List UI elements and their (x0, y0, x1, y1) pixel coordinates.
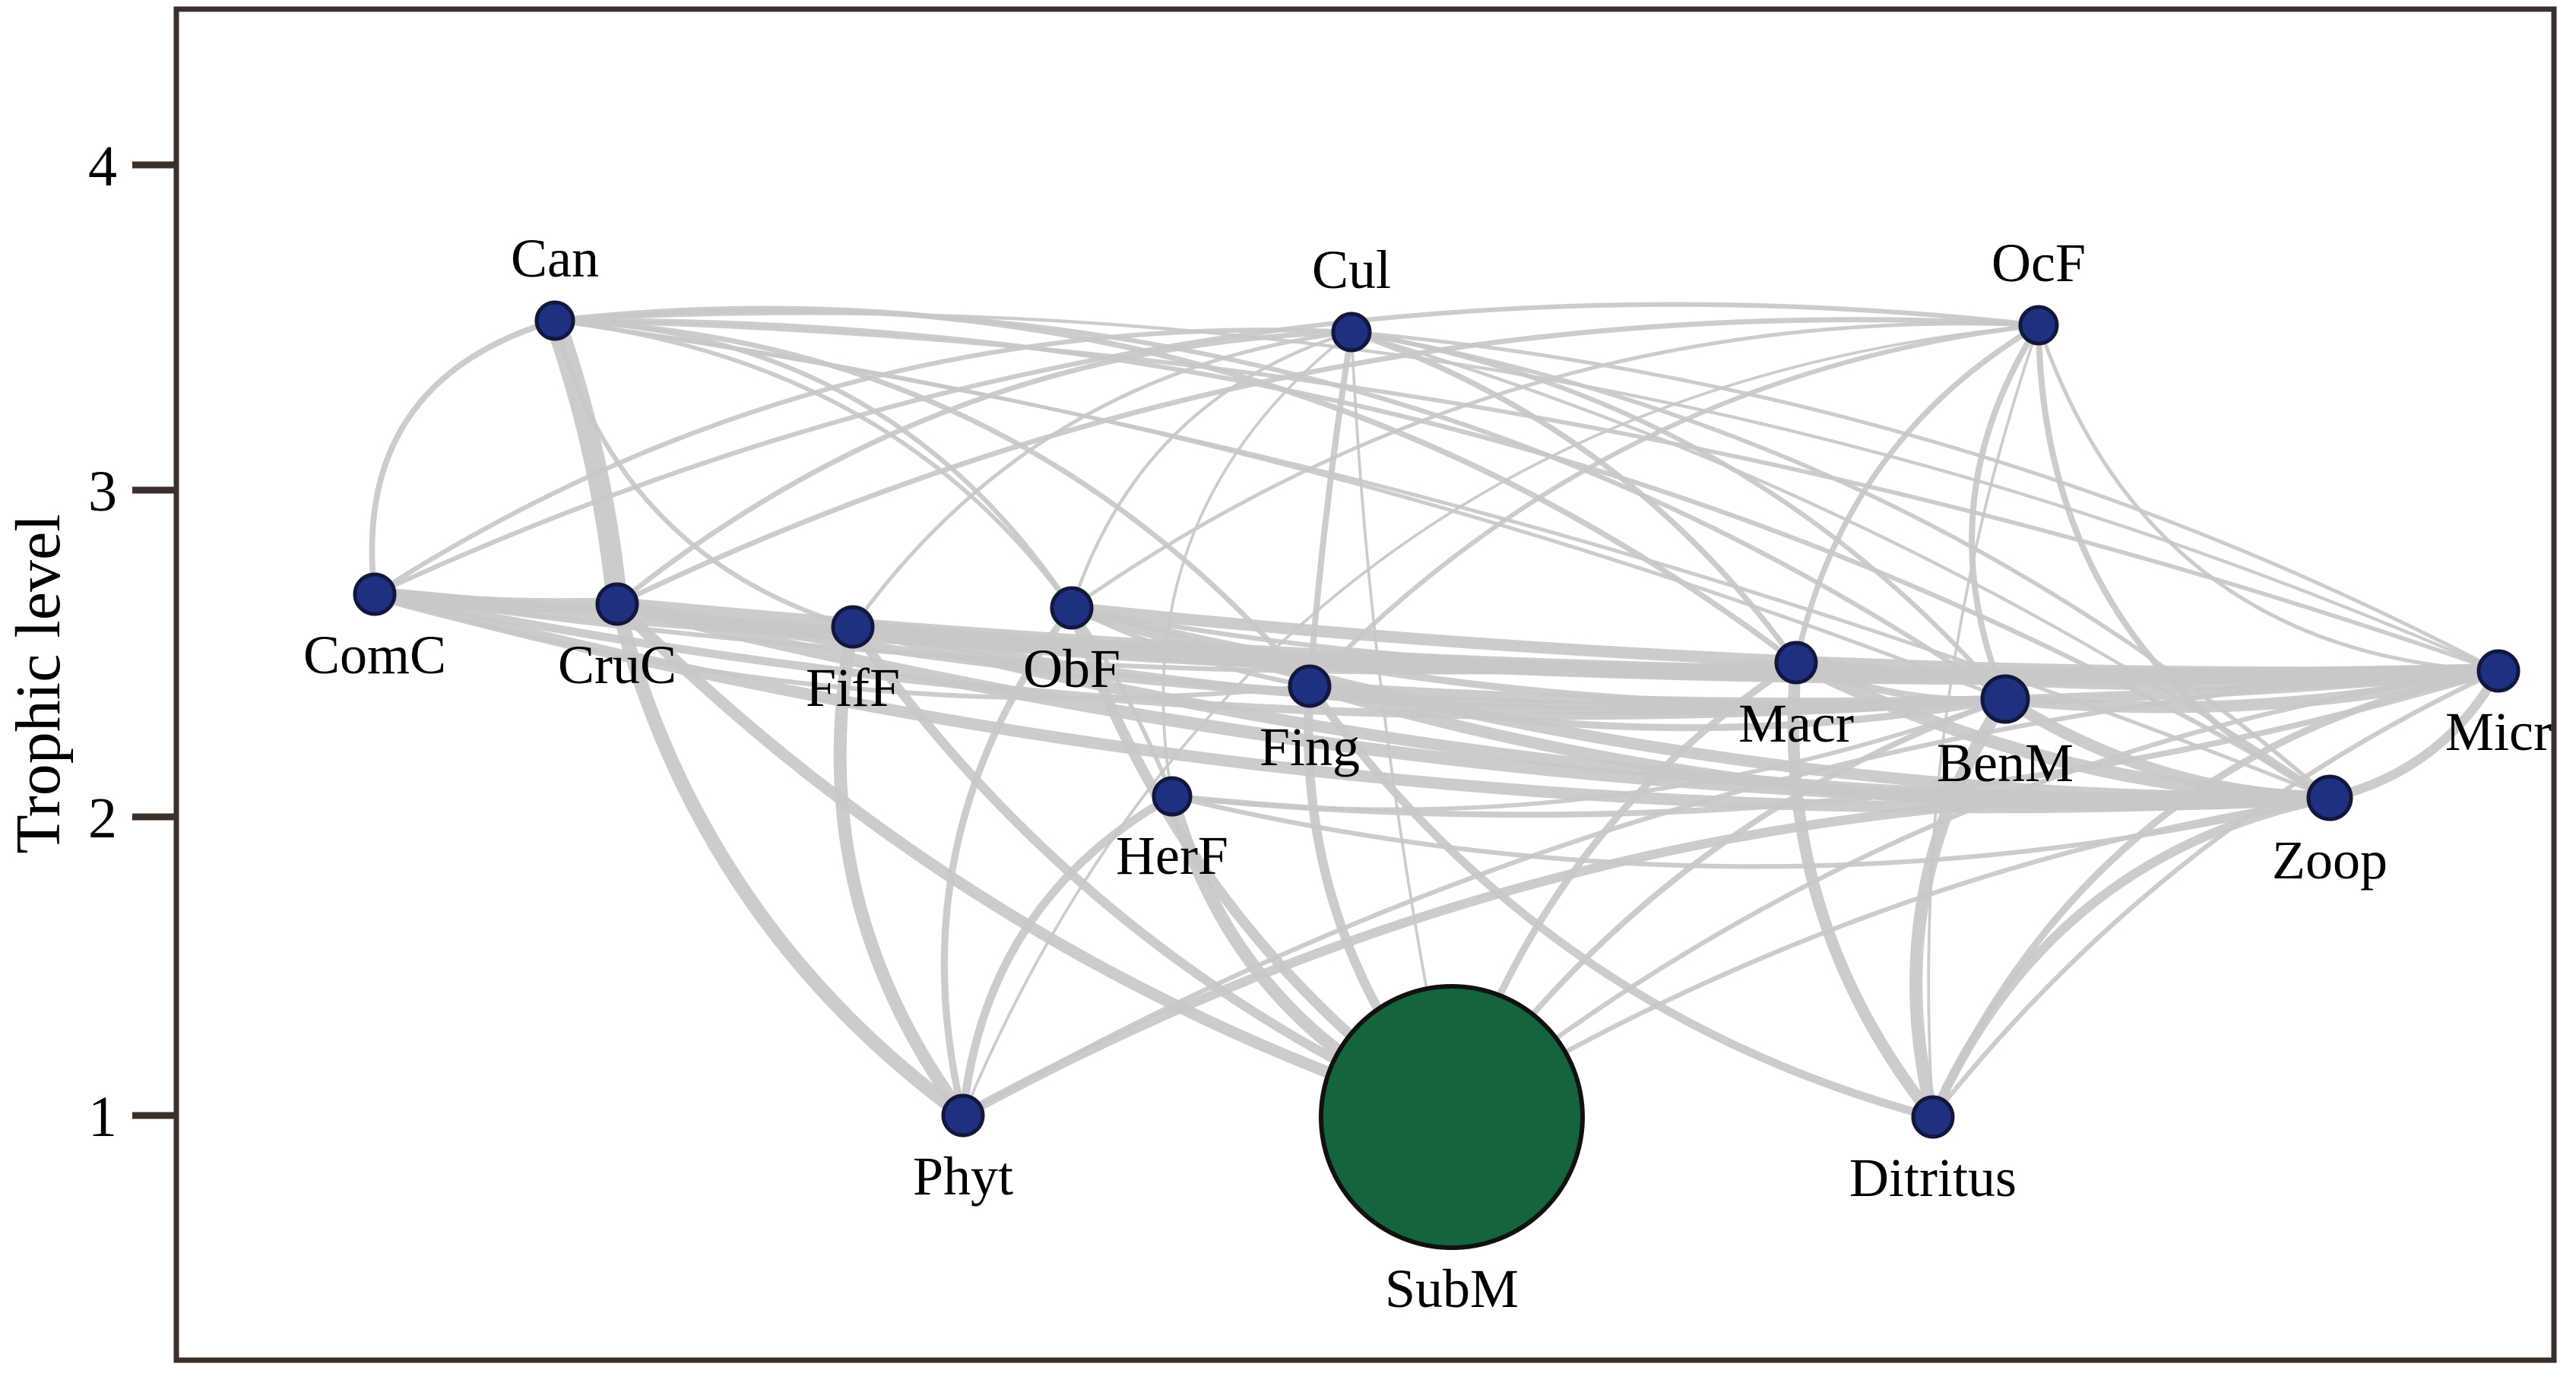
node-label-fiff: FifF (806, 657, 900, 718)
y-tick-label: 2 (88, 786, 117, 850)
node-cruc[interactable] (595, 582, 639, 626)
node-label-macr: Macr (1738, 693, 1854, 754)
node-label-can: Can (511, 228, 599, 289)
food-web-edge (960, 668, 2502, 1119)
node-zoop[interactable] (2306, 774, 2353, 821)
node-label-micr: Micr (2445, 701, 2552, 762)
food-web-edge (1349, 330, 2501, 673)
food-web-edge (552, 318, 856, 630)
node-label-subm: SubM (1385, 1258, 1519, 1319)
food-web-edge (1069, 605, 1313, 689)
node-label-ocf: OcF (1991, 233, 2086, 293)
plot-border (173, 6, 2557, 1363)
food-web-edge (962, 324, 2040, 1117)
y-axis-title-group: Trophic level (3, 514, 74, 853)
y-tick-label: 3 (88, 460, 117, 524)
food-web-edge (553, 318, 1174, 799)
node-fiff[interactable] (831, 605, 875, 649)
food-web-edge (1069, 605, 1799, 669)
node-cul[interactable] (1331, 312, 1372, 353)
food-web-edge (1969, 321, 2042, 703)
node-label-fing: Fing (1259, 717, 1360, 777)
y-axis-ticks: 1 2 3 4 (88, 134, 176, 1149)
food-web-edge (611, 598, 1458, 1123)
food-web-edge (610, 596, 971, 1123)
node-label-zoop: Zoop (2272, 830, 2387, 891)
food-web-edge (958, 792, 1177, 1120)
node-label-cruc: CruC (558, 634, 676, 695)
food-web-edge (1348, 329, 1799, 666)
food-web-edge (1069, 330, 1354, 610)
food-web-edge (552, 318, 1313, 689)
food-web-edge (1170, 697, 2007, 812)
food-web-edge (1787, 657, 1939, 1123)
edge-layer (366, 302, 2507, 1124)
y-tick-label: 4 (88, 134, 117, 198)
food-web-edge (1449, 795, 2333, 1120)
food-web-edge (1069, 321, 2041, 610)
food-web-edge (851, 330, 1354, 629)
y-tick-label: 1 (88, 1085, 117, 1149)
node-can[interactable] (534, 300, 575, 341)
food-web-edge (553, 312, 2501, 673)
food-web-edge (552, 318, 2333, 801)
food-web-edge (614, 329, 1355, 607)
food-web-edge (1792, 659, 2009, 704)
food-web-edge (372, 302, 2042, 597)
food-web-edge (1930, 668, 2502, 1120)
food-web-edge (553, 318, 2501, 673)
node-label-obf: ObF (1023, 638, 1120, 699)
food-web-edge (552, 308, 2008, 702)
food-web-edge (1929, 667, 2502, 1121)
y-axis-title: Trophic level (3, 514, 74, 853)
plot-frame (173, 6, 2557, 1363)
food-web-edge (2035, 321, 2334, 802)
node-macr[interactable] (1774, 641, 1818, 685)
node-phyt[interactable] (941, 1093, 985, 1138)
food-web-edge (1307, 322, 2042, 689)
food-web-edge (1306, 328, 1355, 690)
node-label-benm: BenM (1937, 733, 2074, 793)
node-layer (353, 300, 2521, 1250)
food-web-edge (1793, 322, 2042, 666)
food-web-edge (614, 317, 2042, 607)
food-web-edge (833, 620, 970, 1122)
node-subm[interactable] (1319, 984, 1585, 1250)
node-ditritus[interactable] (1911, 1095, 1955, 1139)
food-web-edge (2324, 666, 2504, 803)
food-web-edge (1349, 330, 2332, 800)
food-web-edge (1927, 324, 2040, 1119)
food-web-edge (369, 318, 558, 597)
food-web-edge (850, 624, 1799, 675)
node-label-cul: Cul (1312, 239, 1391, 300)
food-web-edge (544, 310, 628, 615)
food-web-edge (1349, 330, 2332, 800)
node-label-phyt: Phyt (913, 1146, 1013, 1207)
node-herf[interactable] (1152, 776, 1193, 817)
node-micr[interactable] (2476, 649, 2521, 693)
food-web-edge (1909, 692, 2012, 1124)
node-benm[interactable] (1980, 674, 2030, 724)
node-label-herf: HerF (1116, 825, 1228, 886)
food-web-edge (553, 318, 2007, 701)
node-label-ditritus: Ditritus (1849, 1147, 2017, 1208)
node-comc[interactable] (353, 572, 397, 616)
food-web-edge (1161, 331, 1353, 798)
food-web-edge (1449, 668, 2502, 1120)
node-fing[interactable] (1288, 664, 1332, 708)
food-web-edge (940, 604, 1076, 1119)
node-obf[interactable] (1050, 586, 1094, 630)
node-label-comc: ComC (303, 625, 446, 685)
node-ocf[interactable] (2018, 305, 2059, 346)
